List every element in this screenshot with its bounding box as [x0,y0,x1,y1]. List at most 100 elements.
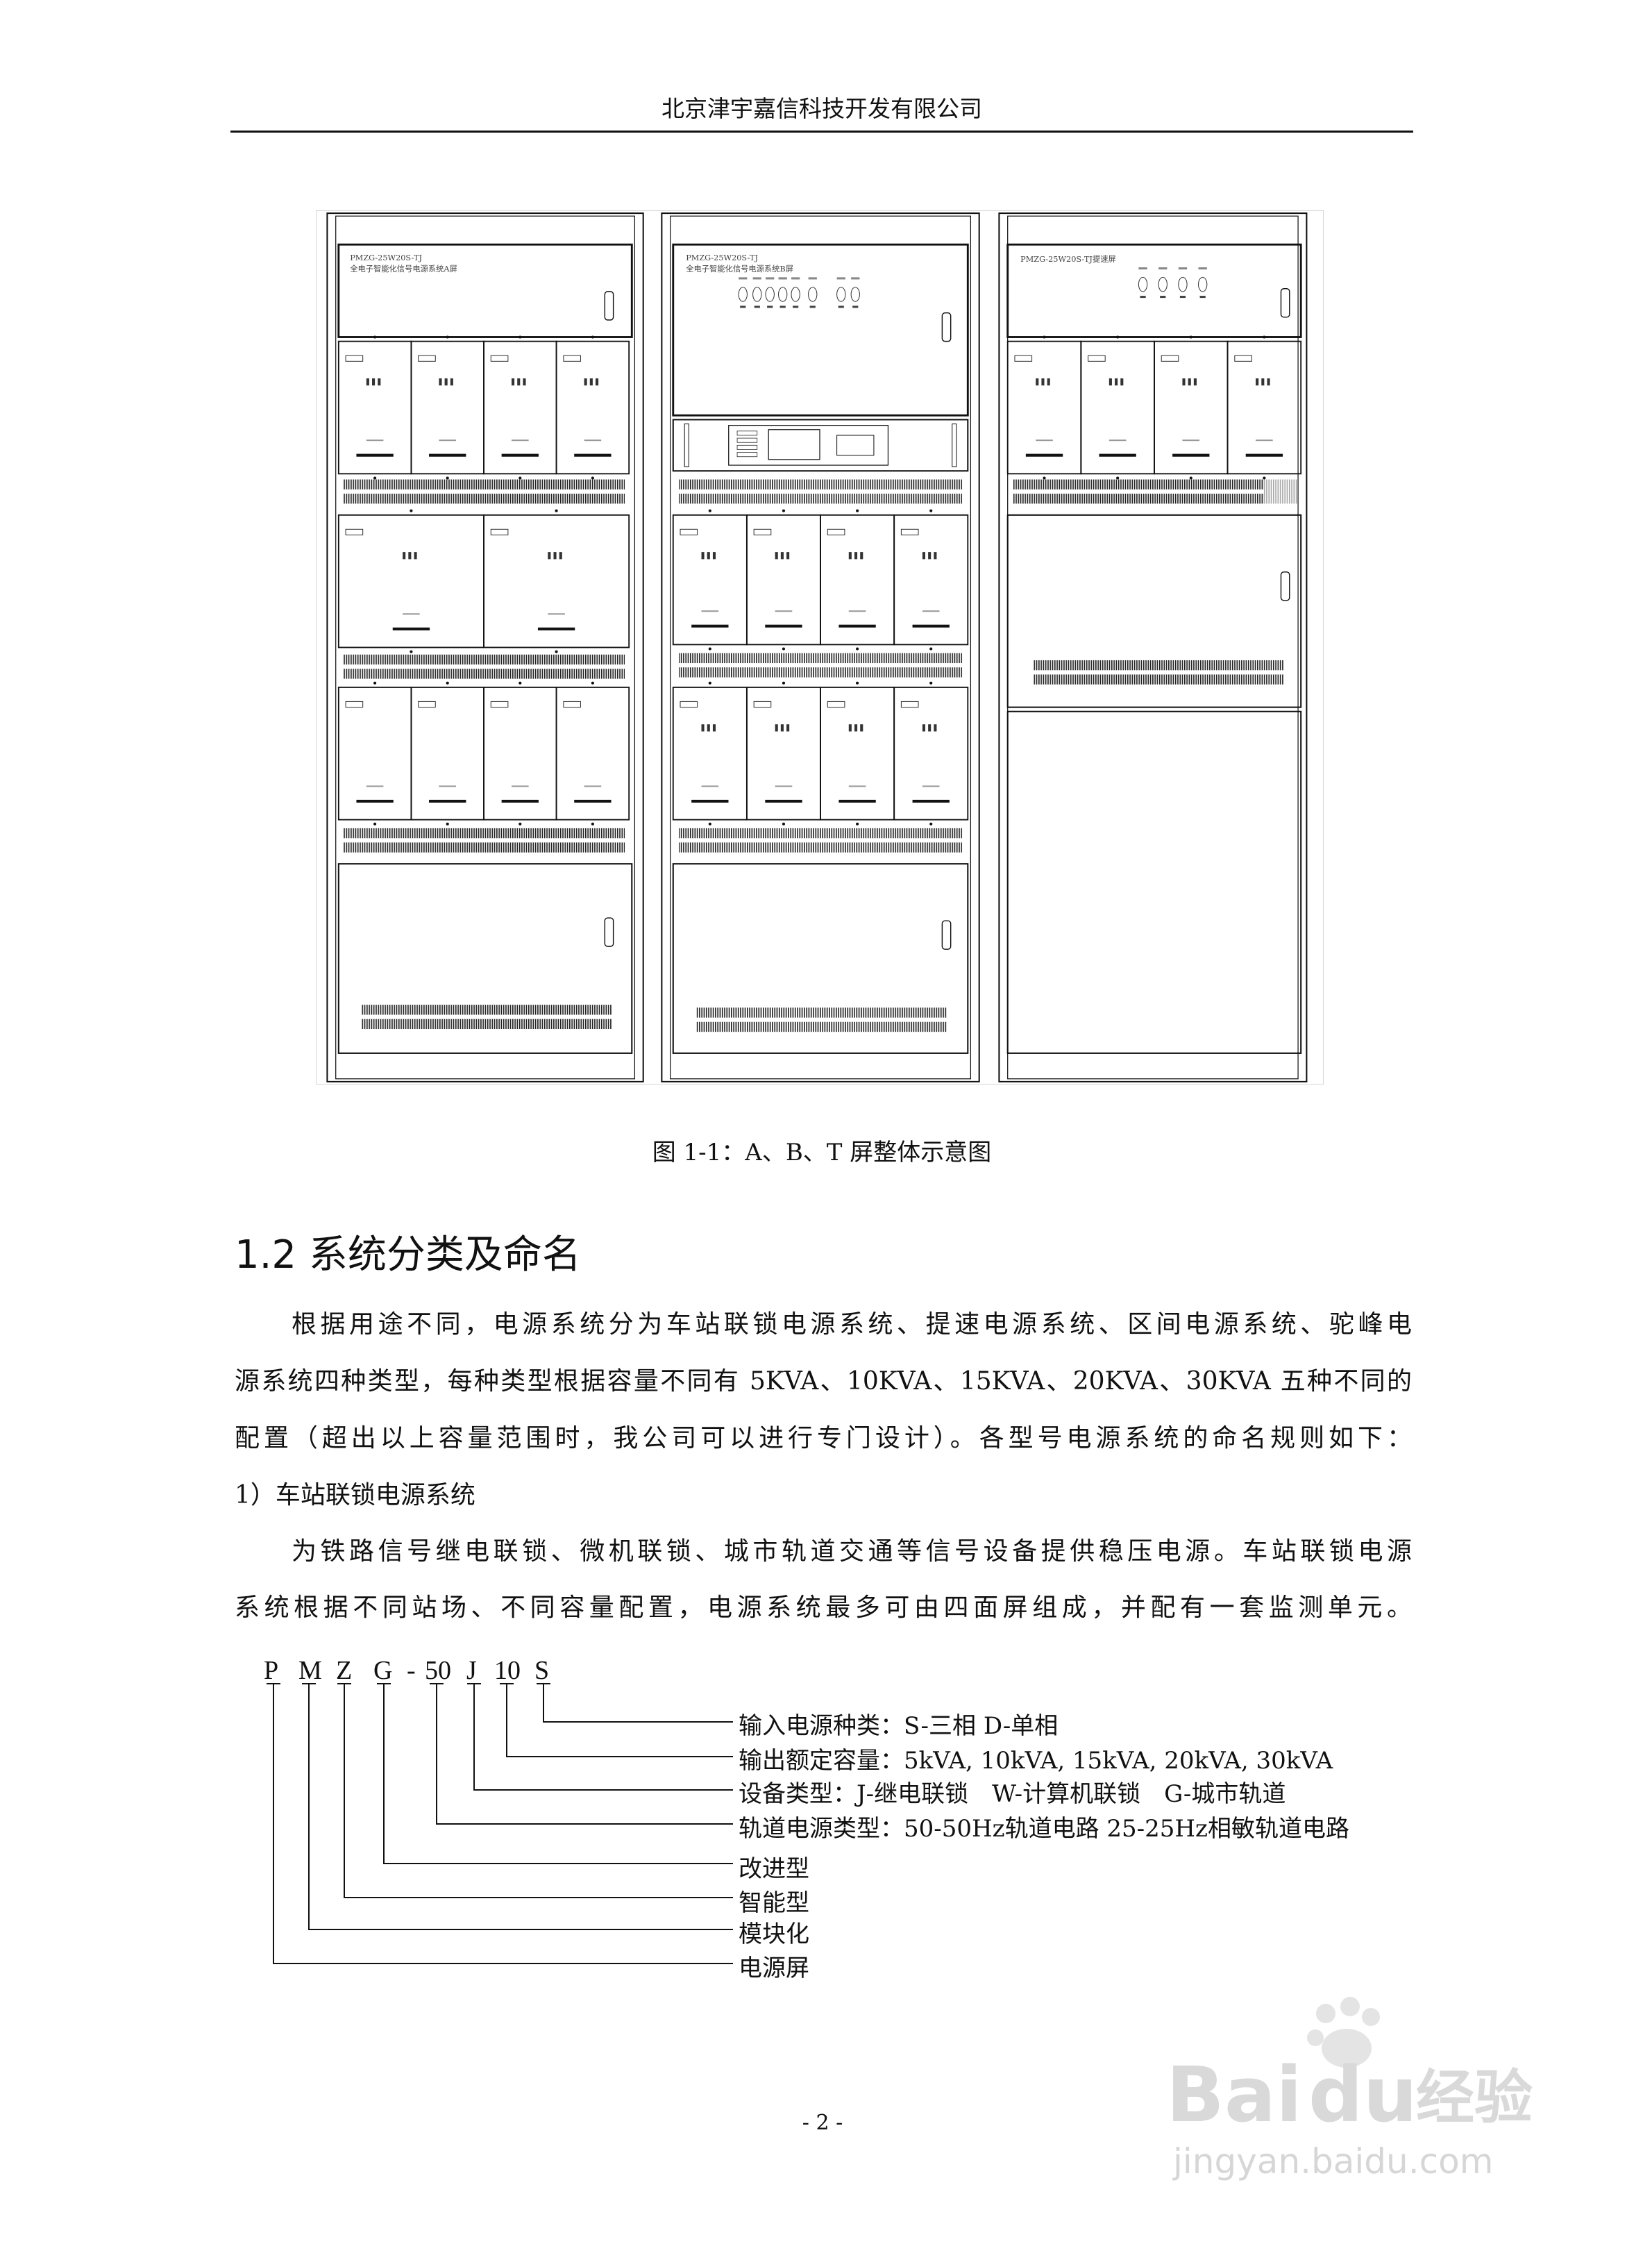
code-letter-z: Z [336,1656,353,1685]
indicator-knob [738,287,748,302]
page-header-company: 北京津宇嘉信科技开发有限公司 [661,95,982,122]
vent-grille [678,653,963,664]
label-output-capacity: 输出额定容量：5kVA, 10kVA, 15kVA, 20kVA, 30kVA [739,1747,1333,1775]
indicator-knob [1178,276,1188,292]
top-panel [672,243,969,417]
vent-grille [342,479,625,489]
cabinet-t [998,212,1308,1082]
vent-grille [361,1005,612,1015]
vent-grille [342,654,625,665]
code-10: 10 [494,1656,521,1685]
status-led [736,444,758,450]
indicator-knob [1158,276,1168,292]
svg-text:Bai: Bai [1166,2050,1302,2139]
subheading: 1）车站联锁电源系统 [235,1481,475,1509]
status-led [736,430,758,436]
keypad [836,435,875,456]
paragraph-line: 配置（超出以上容量范围时，我公司可以进行专门设计）。各型号电源系统的命名规则如下… [235,1424,1412,1452]
code-dash: - [407,1656,416,1685]
bottom-panel [337,863,633,1054]
connector-line [302,1683,733,1930]
code-50: 50 [425,1656,451,1685]
watermark-url: jingyan.baidu.com [1172,2141,1493,2182]
label-device-type: 设备类型：J-继电联锁 W-计算机联锁 G-城市轨道 [739,1780,1286,1808]
vent-grille [696,1021,947,1032]
code-letter-s: S [534,1656,550,1685]
code-letter-j: J [466,1656,477,1685]
bottom-panel [1006,710,1302,1054]
vent-grille [342,669,625,679]
door-handle-icon [941,312,952,342]
top-panel [337,243,633,338]
connector-line [377,1683,733,1864]
header-divider [230,131,1413,133]
status-led [736,437,758,443]
label-track-power-type: 轨道电源类型：50-50Hz轨道电路 25-25Hz相敏轨道电路 [739,1815,1349,1843]
vent-grille [678,828,963,839]
connector-line [467,1683,733,1791]
vent-grille [342,494,625,504]
connector-line [500,1683,733,1757]
paragraph-line: 源系统四种类型，每种类型根据容量不同有 5KVA、10KVA、15KVA、20K… [235,1367,1412,1396]
baidu-jingyan-watermark: Bai du 经验 jingyan.baidu.com [1166,1997,1533,2182]
cabinet-b [661,212,980,1082]
connector-line [430,1683,733,1825]
paragraph-line: 系统根据不同站场、不同容量配置，电源系统最多可由四面屏组成，并配有一套监测单元。 [235,1593,1412,1622]
middle-panel [1006,514,1302,708]
indicator-knob [765,287,775,302]
paragraph-line: 为铁路信号继电联锁、微机联锁、城市轨道交通等信号设备提供稳压电源。车站联锁电源 [292,1537,1412,1566]
page-number: - 2 - [802,2111,843,2135]
connector-line [337,1683,733,1898]
code-letter-m: M [298,1656,322,1685]
power-module [555,681,630,826]
connector-line [537,1683,733,1723]
indicator-knob [791,287,800,302]
power-module [555,335,630,480]
cabinet-a [326,212,644,1082]
vent-grille [696,1007,947,1018]
vent-grille [678,494,963,504]
label-improved: 改进型 [739,1855,809,1883]
section-heading: 1.2 系统分类及命名 [235,1232,581,1278]
door-handle-icon [604,291,614,321]
vent-grille [678,842,963,853]
cabinet-t-model: PMZG-25W20S-TJ提速屏 [1020,254,1116,264]
control-panel [672,419,969,472]
vent-grille [342,842,625,853]
cabinet-a-model: PMZG-25W20S-TJ [350,253,422,262]
door-handle-icon [941,920,952,950]
vent-grille [1013,494,1264,504]
indicator-knob [808,287,818,302]
lcd-display [768,429,820,460]
vent-grille [1013,479,1264,489]
bottom-panel [672,863,969,1054]
indicator-knob [778,287,788,302]
label-intelligent: 智能型 [739,1889,809,1917]
indicator-knob [752,287,762,302]
door-handle-icon [1280,288,1290,318]
paragraph-line: 根据用途不同，电源系统分为车站联锁电源系统、提速电源系统、区间电源系统、驼峰电 [292,1310,1412,1339]
indicator-knob [1138,276,1148,292]
cabinet-figure: PMZG-25W20S-TJ 全电子智能化信号电源系统A屏 PMZG-25W20… [316,210,1324,1085]
vent-grille [342,828,625,839]
power-module [893,509,969,651]
label-power-screen: 电源屏 [739,1954,809,1982]
power-module [893,681,969,826]
label-modular: 模块化 [739,1920,809,1948]
door-handle-icon [1280,571,1290,601]
cabinet-b-model: PMZG-25W20S-TJ [686,253,758,262]
vent-grille [678,479,963,489]
top-panel [1006,243,1302,338]
cabinet-b-name: 全电子智能化信号电源系统B屏 [686,264,793,274]
indicator-knob [836,287,846,302]
vent-grille [678,667,963,678]
power-module [1227,335,1302,480]
cabinet-a-name: 全电子智能化信号电源系统A屏 [350,264,457,274]
connector-line [267,1683,733,1964]
figure-caption: 图 1-1：A、B、T 屏整体示意图 [652,1139,992,1166]
code-letter-g: G [373,1656,393,1685]
svg-text:du: du [1308,2050,1417,2139]
power-module [483,509,630,653]
door-handle-icon [604,917,614,947]
indicator-knob [850,287,860,302]
